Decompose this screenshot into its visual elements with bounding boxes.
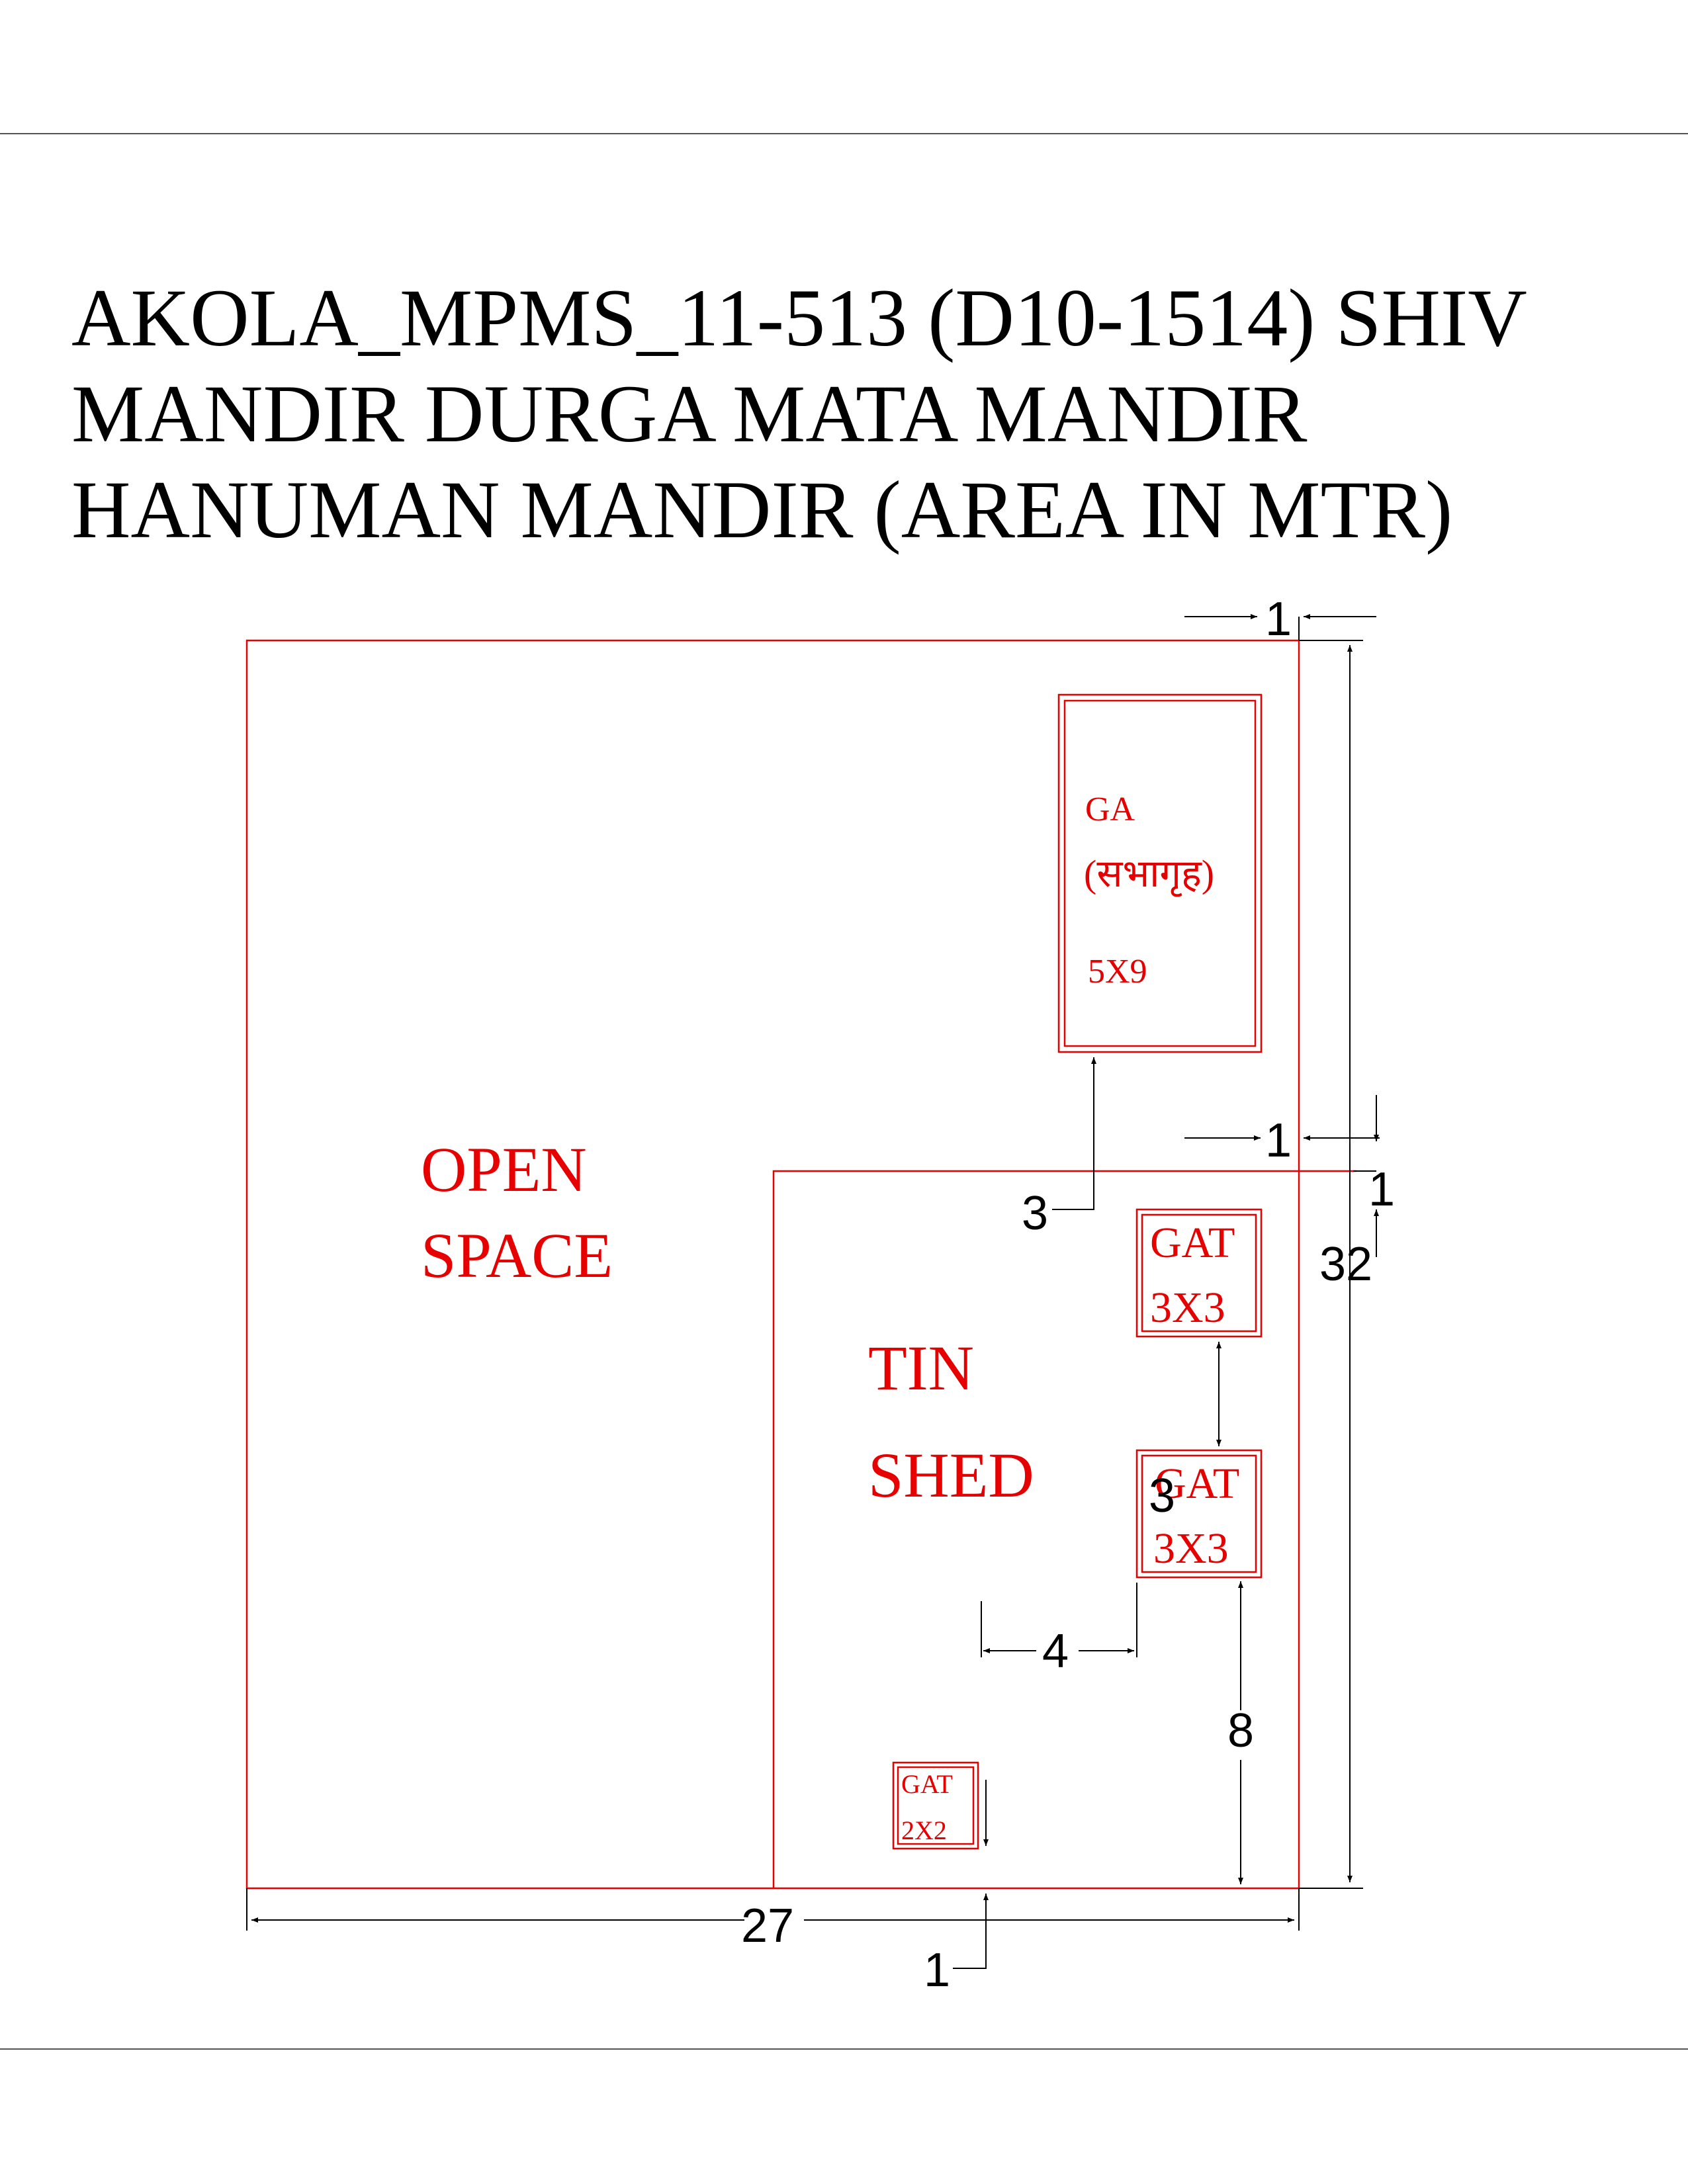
- gat-upper-size: 3X3: [1150, 1284, 1225, 1332]
- dim-right-offset: 1: [1265, 1114, 1292, 1167]
- dimension-lines: [246, 614, 1380, 1969]
- open-space-line-2: SPACE: [421, 1220, 613, 1291]
- gat-small-code: GAT: [901, 1769, 953, 1799]
- gat-upper-code: GAT: [1150, 1219, 1235, 1267]
- dimension-labels: 1 1 1 32 3 3 4 8 27 1: [741, 593, 1395, 1997]
- hall-size: 5X9: [1088, 953, 1147, 990]
- dim-total-height: 32: [1319, 1238, 1372, 1291]
- dim-bottom-offset: 1: [924, 1944, 950, 1997]
- tin-shed-line-1: TIN: [868, 1332, 974, 1403]
- tin-shed-outline: [772, 1170, 1356, 1888]
- drawing-title: AKOLA_MPMS_11-513 (D10-1514) SHIV MANDIR…: [71, 273, 1527, 555]
- tin-shed-label: TIN SHED: [868, 1332, 1034, 1510]
- gat-room-small: GAT 2X2: [892, 1761, 979, 1850]
- gat-room-middle: GAT 3X3: [1135, 1449, 1263, 1579]
- dim-gat-height: 8: [1227, 1704, 1254, 1757]
- gat-room-upper: GAT 3X3: [1135, 1208, 1263, 1338]
- dim-shed-inner-width: 4: [1042, 1625, 1069, 1678]
- gat-middle-size: 3X3: [1153, 1524, 1229, 1573]
- dim-right-vertical-offset: 1: [1368, 1163, 1395, 1216]
- title-line-3: HANUMAN MANDIR (AREA IN MTR): [71, 464, 1452, 555]
- title-line-1: AKOLA_MPMS_11-513 (D10-1514) SHIV: [71, 273, 1527, 363]
- open-space-label: OPEN SPACE: [421, 1134, 613, 1291]
- gat-middle-code: GAT: [1155, 1460, 1239, 1508]
- dim-total-width: 27: [741, 1900, 794, 1952]
- open-space-line-1: OPEN: [421, 1134, 587, 1205]
- title-line-2: MANDIR DURGA MATA MANDIR: [71, 369, 1308, 459]
- dim-gat-gap: 3: [1149, 1469, 1175, 1522]
- hall-code: GA: [1085, 791, 1135, 828]
- tin-shed-line-2: SHED: [868, 1440, 1034, 1510]
- gat-small-size: 2X2: [901, 1815, 947, 1845]
- sheet-border: [0, 133, 1688, 2050]
- dim-hall-gap: 3: [1022, 1187, 1048, 1240]
- hall-room: GA (सभागृह) 5X9: [1057, 693, 1263, 1053]
- hall-local-name: (सभागृह): [1084, 852, 1214, 897]
- dim-top-offset: 1: [1265, 593, 1292, 646]
